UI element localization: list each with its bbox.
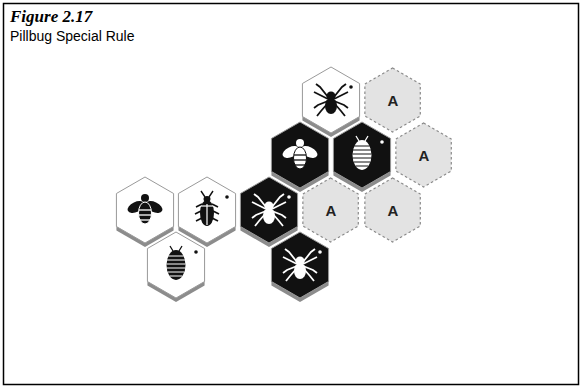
target-hex: A <box>364 67 421 133</box>
figure-border <box>4 4 579 385</box>
position-letter: A <box>388 202 399 219</box>
tile-dot <box>194 250 198 254</box>
pillbug-icon <box>167 246 186 280</box>
tile-face <box>147 232 204 298</box>
spider-icon <box>314 84 348 116</box>
beetle-icon <box>195 191 219 226</box>
position-letter: A <box>388 92 399 109</box>
bee-tile <box>271 122 328 192</box>
tile-dot <box>287 195 291 199</box>
target-hex: A <box>302 177 359 243</box>
tile-dot <box>318 250 322 254</box>
spider-tile <box>271 232 328 302</box>
figure-title: Figure 2.17 <box>10 7 92 27</box>
tile-dot <box>225 195 229 199</box>
beetle-tile <box>178 177 235 247</box>
target-hex: A <box>395 122 452 188</box>
tile-face <box>178 177 235 243</box>
position-letter: A <box>326 202 337 219</box>
spider-tile <box>302 67 359 137</box>
tile-face <box>116 177 173 243</box>
spider-icon <box>252 194 286 226</box>
position-letter: A <box>419 147 430 164</box>
spider-icon <box>283 249 317 281</box>
tile-face <box>302 67 359 133</box>
tile-dot <box>380 140 384 144</box>
target-hex: A <box>364 177 421 243</box>
tile-face <box>271 122 328 188</box>
pillbug-tile <box>147 232 204 302</box>
tile-face <box>271 232 328 298</box>
bee-icon <box>126 194 165 224</box>
pillbug-icon <box>353 136 372 170</box>
tile-face <box>240 177 297 243</box>
bee-icon <box>281 139 320 169</box>
tile-dot <box>349 85 353 89</box>
spider-tile <box>240 177 297 247</box>
tile-face <box>333 122 390 188</box>
pillbug-tile <box>333 122 390 192</box>
bee-tile <box>116 177 173 247</box>
figure-caption: Pillbug Special Rule <box>10 28 135 44</box>
